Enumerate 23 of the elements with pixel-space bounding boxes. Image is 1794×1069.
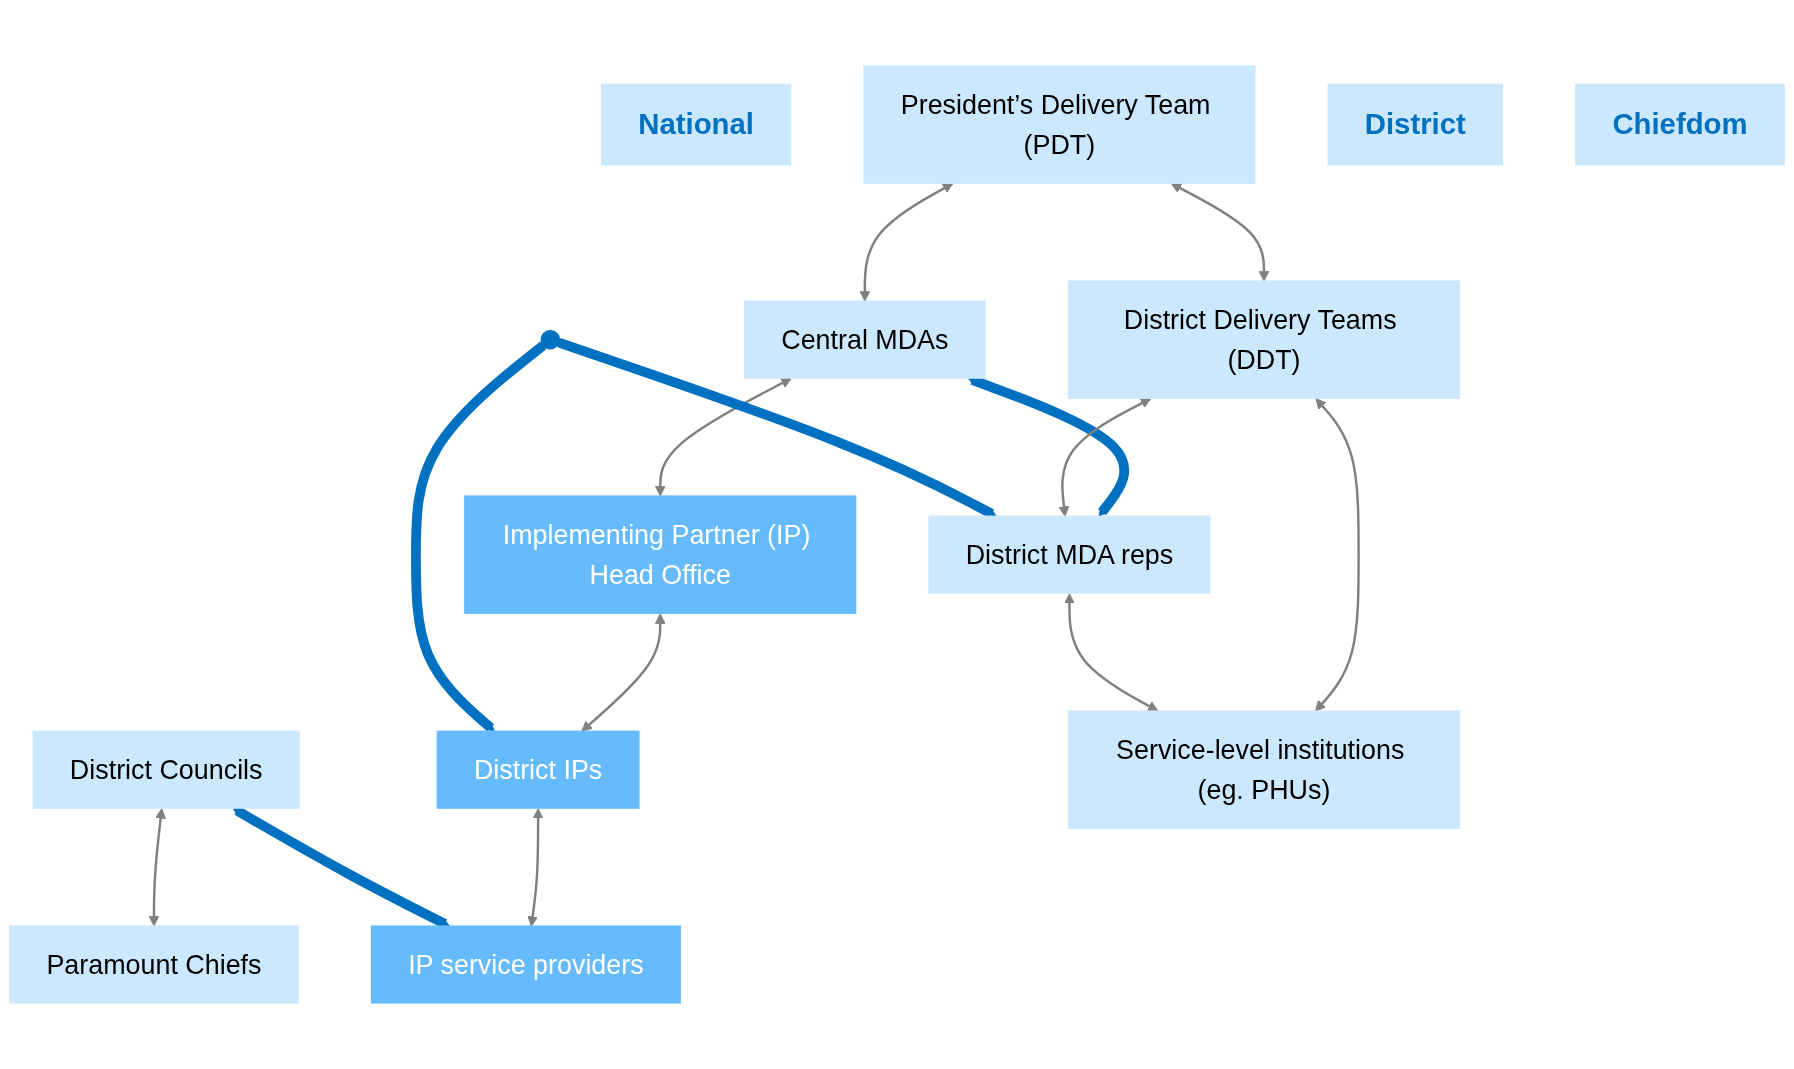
- node-box: District Delivery Teams (DDT): [1067, 280, 1461, 399]
- arrow: [411, 341, 547, 732]
- node-box: Service-level institutions (eg. PHUs): [1067, 710, 1461, 829]
- node-box: District: [1327, 83, 1504, 166]
- arrow: [654, 377, 792, 497]
- arrow: [1170, 183, 1270, 282]
- node-box: Chiefdom: [1575, 83, 1785, 166]
- arrow: [1315, 398, 1360, 712]
- arrow: [527, 808, 544, 927]
- arrow: [1064, 593, 1159, 712]
- node-box: Central MDAs: [743, 300, 986, 379]
- node-box: Implementing Partner (IP) Head Office: [464, 495, 857, 614]
- arrow: [148, 808, 166, 927]
- node-box: National: [601, 83, 792, 166]
- arrow: [581, 613, 666, 732]
- arrow: [1058, 398, 1152, 517]
- node-box: IP service providers: [370, 925, 681, 1004]
- arrow: [859, 183, 954, 302]
- node-box: District IPs: [436, 730, 640, 809]
- node-box: District MDA reps: [928, 515, 1211, 594]
- node-box: Paramount Chiefs: [9, 925, 299, 1004]
- node-box: District Councils: [32, 730, 300, 809]
- node-box: President’s Delivery Team (PDT): [863, 65, 1256, 184]
